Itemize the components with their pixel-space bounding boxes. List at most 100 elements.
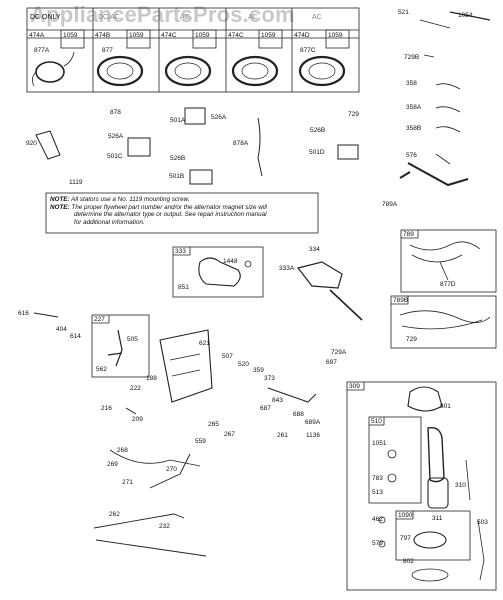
- stator-part-number: 474C: [228, 32, 244, 39]
- coil-part-number: 877C: [300, 47, 316, 54]
- screw-part-number: 1059: [261, 32, 276, 39]
- inset-box-title: 309: [349, 383, 360, 390]
- part-label: 503: [477, 519, 488, 526]
- note-box: [45, 192, 319, 234]
- part-label: 261: [277, 432, 288, 439]
- note-text: for additional information.: [74, 218, 145, 226]
- stator-box-frame: [26, 7, 360, 93]
- part-label: 526B: [310, 127, 326, 134]
- part-label: 1119: [69, 179, 83, 186]
- part-label: 801: [440, 403, 451, 410]
- note-label: NOTE:: [50, 196, 70, 203]
- part-label: 562: [96, 366, 107, 373]
- screw-part-number: 1059: [129, 32, 144, 39]
- part-label: 358B: [406, 125, 422, 132]
- part-label: 507: [222, 353, 233, 360]
- part-label: 559: [195, 438, 206, 445]
- stator-box-title: AC: [180, 14, 190, 21]
- stator-box-title: AC: [248, 14, 258, 21]
- box-1090: [395, 510, 471, 561]
- screw-part-number: 1059: [195, 32, 210, 39]
- part-label: 269: [107, 461, 118, 468]
- part-label: 802: [403, 558, 414, 565]
- part-label: 358A: [406, 104, 422, 111]
- stator-part-number: 474D: [294, 32, 310, 39]
- part-label: 526A: [211, 114, 227, 121]
- part-label: 789A: [382, 201, 398, 208]
- part-label: 513: [372, 489, 383, 496]
- note-text: The proper flywheel part number and/or t…: [71, 203, 267, 211]
- watermark: AppliancePartsPros.com: [30, 2, 295, 27]
- part-label: 878: [110, 109, 121, 116]
- part-label: 687: [260, 405, 271, 412]
- part-label: 689A: [305, 419, 321, 426]
- note-text: determine the alternator type or output.…: [74, 211, 267, 219]
- part-label: 271: [122, 479, 133, 486]
- part-label: 614: [70, 333, 81, 340]
- note-text: All stators use a No. 1119 mounting scre…: [71, 196, 190, 203]
- part-label: 310: [455, 482, 466, 489]
- stator-part-number: 474B: [95, 32, 111, 39]
- coil-part-number: 877: [102, 47, 113, 54]
- part-label: 268: [117, 447, 128, 454]
- part-label: 358: [406, 80, 417, 87]
- stator-part-number: 474A: [29, 32, 45, 39]
- part-label: 526A: [108, 133, 124, 140]
- part-label: 404: [56, 326, 67, 333]
- notes-block: NOTE: All stators use a No. 1119 mountin…: [50, 196, 312, 226]
- part-label: 1448: [223, 258, 238, 265]
- part-label: 877D: [440, 281, 456, 288]
- part-label: 520: [238, 361, 249, 368]
- part-label: 501C: [107, 153, 123, 160]
- part-label: 222: [130, 385, 141, 392]
- inset-box-title: 510: [371, 418, 382, 425]
- inset-box-title: 1090: [398, 512, 413, 519]
- part-label: 579: [372, 540, 383, 547]
- part-label: 1051: [372, 440, 387, 447]
- part-label: 729A: [331, 349, 347, 356]
- part-label: 621: [199, 340, 210, 347]
- note-label: NOTE:: [50, 203, 70, 211]
- stator-box-title: AC: [312, 14, 322, 21]
- part-label: 688: [293, 411, 304, 418]
- part-label: 526B: [170, 155, 186, 162]
- part-label: 262: [109, 511, 120, 518]
- part-label: 851: [178, 284, 189, 291]
- box-789: [400, 229, 497, 293]
- part-label: 521: [398, 9, 409, 16]
- box-510: [368, 416, 422, 504]
- part-label: 697: [326, 359, 337, 366]
- part-label: 265: [208, 421, 219, 428]
- part-label: 462: [372, 516, 383, 523]
- part-label: 311: [432, 515, 443, 522]
- box-789b: [390, 295, 497, 349]
- inset-box-title: 227: [94, 316, 105, 323]
- stator-part-number: 474C: [161, 32, 177, 39]
- part-label: 216: [101, 405, 112, 412]
- part-label: 843: [272, 397, 283, 404]
- part-label: 501D: [309, 149, 325, 156]
- box-227: [91, 314, 150, 378]
- part-label: 209: [132, 416, 143, 423]
- part-label: 920: [26, 140, 37, 147]
- part-label: 270: [166, 466, 177, 473]
- inset-box-title: 789: [403, 231, 414, 238]
- coil-part-number: 877A: [34, 47, 50, 54]
- part-label: 878A: [233, 140, 249, 147]
- part-label: 729: [348, 111, 359, 118]
- stator-box-title: DC/AC: [98, 14, 120, 21]
- screw-part-number: 1059: [328, 32, 343, 39]
- inset-box-title: 789B: [393, 297, 409, 304]
- part-label: 729B: [404, 54, 420, 61]
- part-label: 359: [253, 367, 264, 374]
- box-309: [346, 381, 497, 591]
- part-label: 334: [309, 246, 320, 253]
- part-label: 333A: [279, 265, 295, 272]
- part-label: 267: [224, 431, 235, 438]
- part-label: 797: [400, 535, 411, 542]
- part-label: 576: [406, 152, 417, 159]
- part-label: 616: [18, 310, 29, 317]
- inset-box-title: 333: [175, 248, 186, 255]
- part-label: 232: [159, 523, 170, 530]
